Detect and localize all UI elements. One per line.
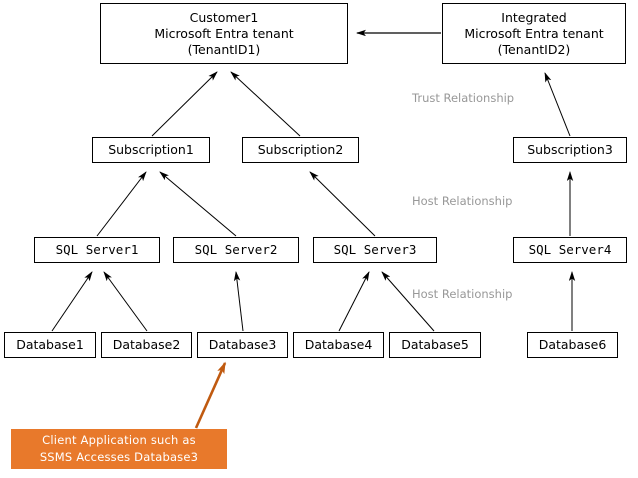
node-sqlserver3[interactable]: SQL Server3 — [313, 237, 437, 263]
node-sqlserver2[interactable]: SQL Server2 — [173, 237, 299, 263]
edge-database3-to-sqlserver2 — [233, 271, 244, 332]
node-database2-label: Database2 — [112, 337, 181, 352]
label-trust-relationship: Trust Relationship — [412, 91, 515, 105]
node-integrated-tenant[interactable]: Integrated Microsoft Entra tenant (Tenan… — [442, 3, 626, 64]
callout-line-1: Client Application such as — [42, 433, 196, 448]
edge-sqlserver3-to-subscription2 — [309, 171, 376, 237]
edge-sqlserver1-to-subscription1 — [96, 171, 147, 237]
node-customer1-tenant[interactable]: Customer1 Microsoft Entra tenant (Tenant… — [100, 3, 348, 64]
node-customer1-line-1: Customer1 — [189, 9, 259, 25]
edge-subscription1-to-customer1 — [151, 71, 218, 137]
node-database1-label: Database1 — [16, 337, 84, 352]
node-database5[interactable]: Database5 — [389, 332, 481, 358]
label-host-relationship-subscriptions: Host Relationship — [412, 194, 513, 208]
node-database6[interactable]: Database6 — [527, 332, 618, 358]
node-subscription3-label: Subscription3 — [527, 142, 613, 157]
node-database4[interactable]: Database4 — [293, 332, 384, 358]
edge-callout-to-database3 — [194, 361, 227, 429]
node-database6-label: Database6 — [538, 337, 607, 352]
callout-line-2: SSMS Accesses Database3 — [39, 450, 199, 464]
node-database4-label: Database4 — [304, 337, 373, 352]
node-sqlserver1-label: SQL Server1 — [55, 242, 139, 257]
node-sqlserver4-label: SQL Server4 — [528, 242, 612, 257]
client-application-callout[interactable]: Client Application such as SSMS Accesses… — [11, 429, 227, 469]
node-sqlserver3-label: SQL Server3 — [333, 242, 417, 257]
node-integrated-line-2: Microsoft Entra tenant — [464, 25, 604, 41]
node-sqlserver4[interactable]: SQL Server4 — [513, 237, 627, 263]
node-subscription1[interactable]: Subscription1 — [92, 137, 210, 163]
edge-database5-to-sqlserver3 — [381, 271, 435, 332]
edge-sqlserver2-to-subscription1 — [159, 171, 237, 237]
node-subscription1-label: Subscription1 — [108, 142, 194, 157]
node-database3-label: Database3 — [208, 337, 277, 352]
node-sqlserver1[interactable]: SQL Server1 — [34, 237, 160, 263]
node-customer1-line-2: Microsoft Entra tenant — [154, 25, 294, 41]
node-sqlserver2-label: SQL Server2 — [194, 242, 278, 257]
edge-subscription2-to-customer1 — [230, 71, 301, 137]
node-subscription3[interactable]: Subscription3 — [513, 137, 627, 163]
node-integrated-line-3: (TenantID2) — [497, 41, 571, 57]
node-database3[interactable]: Database3 — [197, 332, 288, 358]
node-database2[interactable]: Database2 — [101, 332, 192, 358]
edge-database4-to-sqlserver3 — [338, 271, 370, 332]
node-subscription2-label: Subscription2 — [257, 142, 344, 157]
node-database5-label: Database5 — [401, 337, 469, 352]
edge-database2-to-sqlserver1 — [103, 271, 148, 332]
label-host-relationship-databases: Host Relationship — [412, 287, 513, 301]
node-database1[interactable]: Database1 — [4, 332, 96, 358]
edge-database1-to-sqlserver1 — [51, 271, 93, 332]
node-customer1-line-3: (TenantID1) — [187, 41, 261, 57]
edge-subscription3-to-integrated — [544, 72, 571, 137]
node-subscription2[interactable]: Subscription2 — [242, 137, 359, 163]
node-integrated-line-1: Integrated — [501, 9, 567, 25]
